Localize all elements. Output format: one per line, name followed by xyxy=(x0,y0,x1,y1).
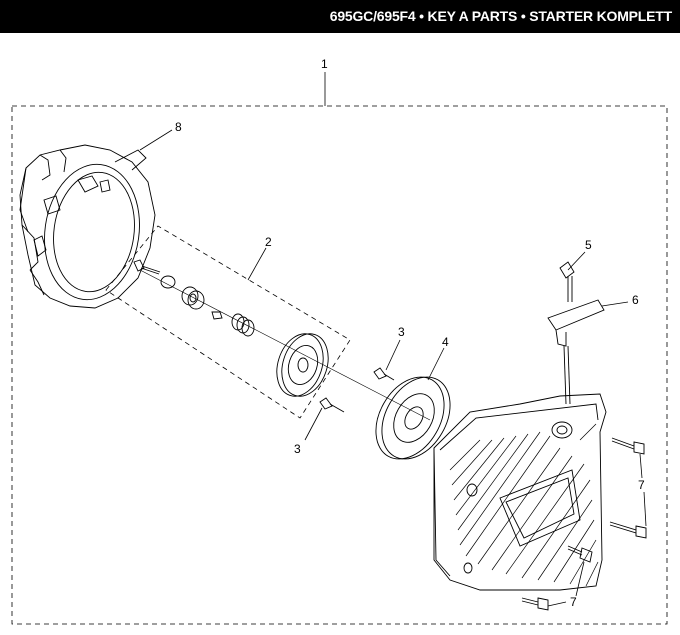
callout-6: 6 xyxy=(632,293,639,307)
leader-3b xyxy=(304,407,323,441)
leader-7d xyxy=(547,601,567,607)
cover-grille xyxy=(449,423,599,587)
part-5-6-handle xyxy=(547,261,605,405)
part-3-screws xyxy=(319,367,395,413)
callout-7b: 7 xyxy=(570,595,577,609)
leader-2 xyxy=(247,247,267,281)
leader-3a xyxy=(385,339,401,371)
part-7-screws xyxy=(521,437,647,611)
assembly-dashed-frame xyxy=(11,105,668,625)
assembly-axis xyxy=(139,269,431,421)
leader-7a xyxy=(639,453,643,479)
leader-7c xyxy=(575,561,585,597)
part-2-kit-frame xyxy=(105,225,351,419)
part-8-housing xyxy=(19,144,156,309)
callout-7a: 7 xyxy=(638,478,645,492)
leader-5 xyxy=(567,251,586,271)
callout-5: 5 xyxy=(585,238,592,252)
header-bar: 695GC/695F4 • KEY A PARTS • STARTER KOMP… xyxy=(0,0,680,33)
leader-8 xyxy=(139,129,173,151)
callout-8: 8 xyxy=(175,120,182,134)
callout-3b: 3 xyxy=(294,442,301,456)
leader-7b xyxy=(643,491,647,527)
callout-2: 2 xyxy=(265,235,272,249)
callout-4: 4 xyxy=(442,335,449,349)
part-2-components xyxy=(133,259,329,397)
leader-4 xyxy=(427,347,445,381)
callout-3a: 3 xyxy=(398,325,405,339)
header-title: 695GC/695F4 • KEY A PARTS • STARTER KOMP… xyxy=(329,8,672,24)
callout-1: 1 xyxy=(321,57,328,71)
leader-6 xyxy=(601,301,629,307)
part-4-cup xyxy=(375,376,451,460)
starter-cover xyxy=(433,393,607,591)
